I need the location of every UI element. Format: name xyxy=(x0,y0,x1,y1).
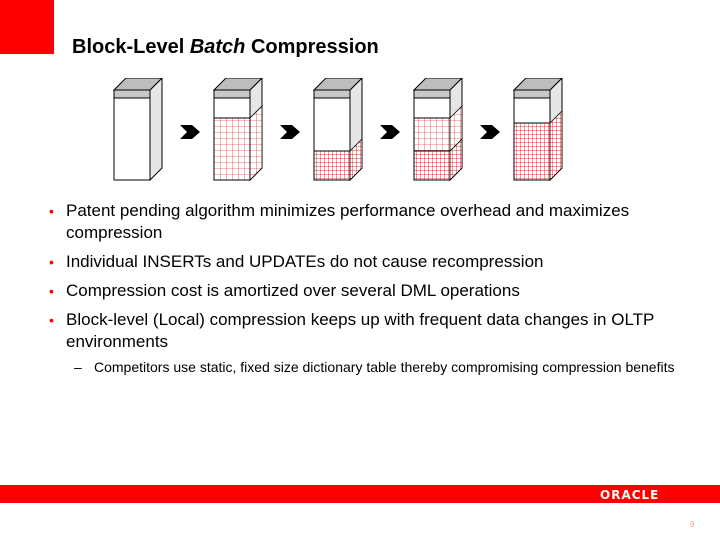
sub-bullet-text: Competitors use static, fixed size dicti… xyxy=(94,359,675,375)
compressed-side-region xyxy=(349,138,363,181)
bullet-text: Compression cost is amortized over sever… xyxy=(66,281,520,300)
title-prefix: Block-Level xyxy=(72,36,190,58)
compressed-region xyxy=(513,122,551,181)
block-front-face xyxy=(113,89,151,181)
block-compression-diagram xyxy=(112,78,563,182)
block-header xyxy=(113,89,151,99)
bullet-dot: • xyxy=(49,254,54,270)
slide-title: Block-Level Batch Compression xyxy=(72,36,379,59)
bullet-dot: • xyxy=(49,312,54,328)
title-suffix: Compression xyxy=(245,36,379,58)
compressed-region xyxy=(313,150,351,181)
data-block xyxy=(312,78,363,182)
compressed-side-region xyxy=(549,110,563,181)
uncompressed-side-region xyxy=(249,105,263,181)
oracle-logo: ORACLE xyxy=(600,488,660,502)
bullet-text: Individual INSERTs and UPDATEs do not ca… xyxy=(66,252,544,271)
compressed-region xyxy=(413,150,451,181)
uncompressed-region xyxy=(213,117,251,181)
bullet-text: Patent pending algorithm minimizes perfo… xyxy=(66,201,630,242)
bullet-item: • Individual INSERTs and UPDATEs do not c… xyxy=(48,251,688,273)
chevron-right-icon xyxy=(380,125,400,139)
bullet-text: Block-level (Local) compression keeps up… xyxy=(66,310,655,351)
data-block xyxy=(512,78,563,182)
bullet-dot: • xyxy=(49,283,54,299)
chevron-right-icon xyxy=(180,125,200,139)
footer-bar xyxy=(0,485,720,503)
title-italic: Batch xyxy=(189,36,246,58)
uncompressed-region xyxy=(413,117,451,152)
bullet-item: • Block-level (Local) compression keeps u… xyxy=(48,309,688,353)
brand-square xyxy=(0,0,54,54)
bullet-dot: • xyxy=(49,203,54,219)
sub-bullet-dash: – xyxy=(74,359,82,375)
data-block xyxy=(112,78,163,182)
block-header xyxy=(413,89,451,99)
chevron-right-icon xyxy=(480,125,500,139)
data-block xyxy=(412,78,463,182)
bullet-item: • Compression cost is amortized over seve… xyxy=(48,280,688,302)
block-header xyxy=(513,89,551,99)
data-block xyxy=(212,78,263,182)
block-header xyxy=(313,89,351,99)
uncompressed-side-region xyxy=(449,105,463,152)
block-side-face xyxy=(149,78,163,182)
page-number: 9 xyxy=(690,520,695,529)
block-header xyxy=(213,89,251,99)
bullet-list: • Patent pending algorithm minimizes perf… xyxy=(48,200,688,384)
bullet-item: • Patent pending algorithm minimizes perf… xyxy=(48,200,688,244)
chevron-right-icon xyxy=(280,125,300,139)
sub-bullet-item: –Competitors use static, fixed size dict… xyxy=(74,358,688,377)
